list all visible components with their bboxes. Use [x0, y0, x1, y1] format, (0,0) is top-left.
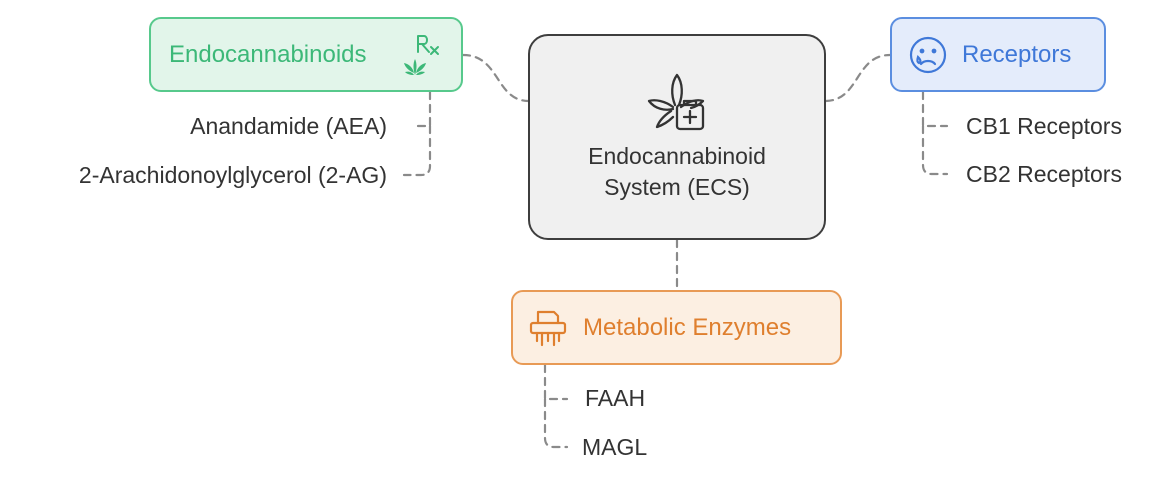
connector-endocannabinoids-center [461, 53, 530, 103]
connector-met-faah [543, 363, 569, 401]
topic-endocannabinoids: Endocannabinoids [149, 17, 463, 92]
topic-receptors-label: Receptors [962, 41, 1072, 68]
connector-endo-aea [411, 90, 432, 128]
sad-face-icon [909, 36, 947, 74]
connector-endo-2ag [402, 124, 432, 177]
central-node-title: Endocannabinoid System (ECS) [588, 143, 766, 200]
leaf-faah: FAAH [585, 385, 646, 411]
topic-metabolic-enzymes-label: Metabolic Enzymes [583, 314, 792, 341]
connector-center-receptors [824, 53, 892, 103]
connector-rec-cb1 [921, 90, 949, 128]
topic-receptors: Receptors [890, 17, 1106, 92]
cannabis-medical-kit-icon [647, 73, 705, 131]
central-node: Endocannabinoid System (ECS) [528, 34, 826, 240]
connector-met-magl [543, 397, 569, 449]
leaf-magl: MAGL [582, 434, 648, 460]
topic-endocannabinoids-label: Endocannabinoids [169, 41, 367, 68]
leaf-cb1-receptors: CB1 Receptors [966, 113, 1122, 139]
shredder-icon [529, 310, 567, 347]
topic-metabolic-enzymes: Metabolic Enzymes [511, 290, 842, 365]
leaf-2-arachidonoylglycerol: 2-Arachidonoylglycerol (2-AG) [78, 162, 387, 188]
cannabis-prescription-icon [404, 35, 439, 75]
connector-rec-cb2 [921, 124, 949, 176]
leaf-cb2-receptors: CB2 Receptors [966, 161, 1122, 187]
leaf-anandamide: Anandamide (AEA) [190, 113, 387, 139]
